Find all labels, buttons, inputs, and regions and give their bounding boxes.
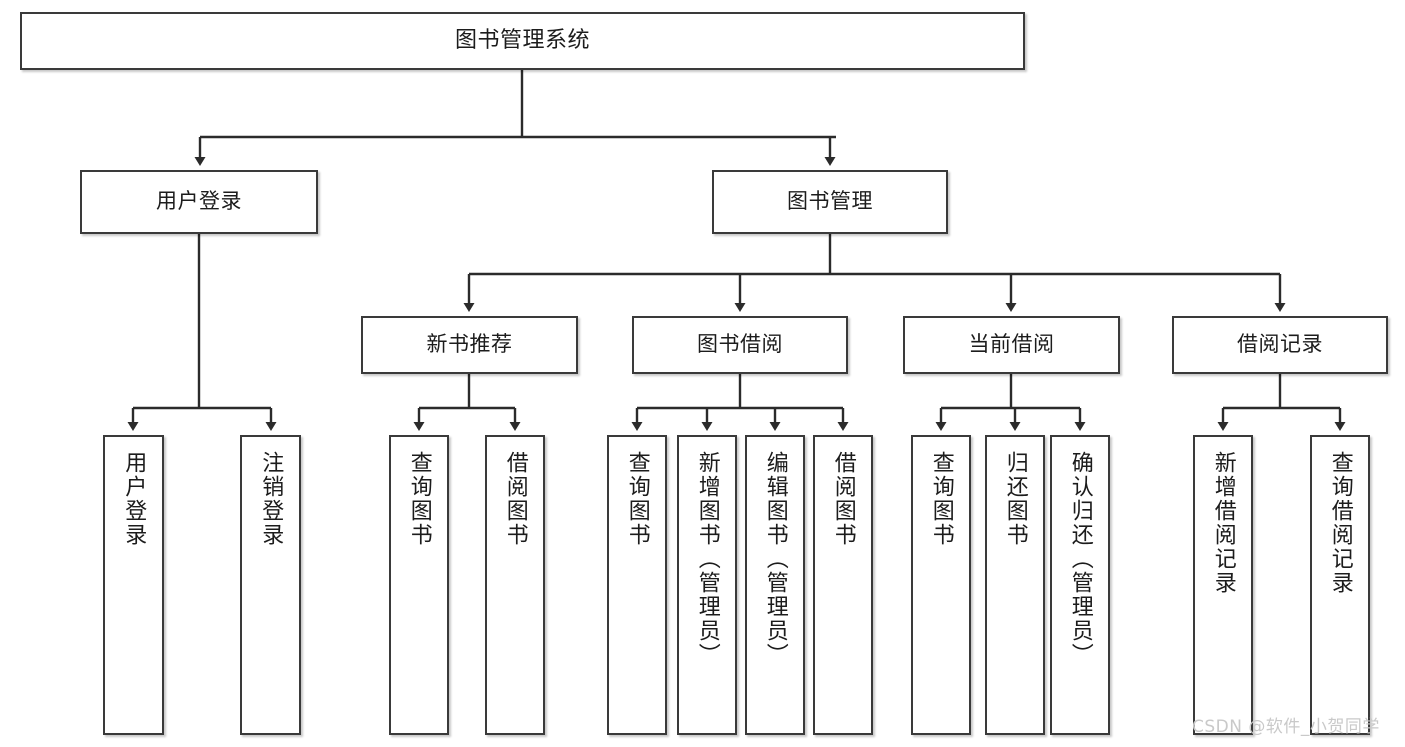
- leaf-user-login[interactable]: 用户登录: [103, 435, 164, 735]
- node-label: 借阅图书: [830, 451, 856, 547]
- node-label: 归还图书: [1002, 451, 1028, 547]
- leaf-add-borrow-record[interactable]: 新增借阅记录: [1193, 435, 1253, 735]
- leaf-logout[interactable]: 注销登录: [240, 435, 301, 735]
- node-label: 借阅记录: [1237, 332, 1323, 357]
- node-label: 图书管理系统: [454, 27, 590, 53]
- leaf-query-book-borrow[interactable]: 查询图书: [607, 435, 667, 735]
- node-label: 图书管理: [787, 189, 873, 214]
- csdn-watermark: CSDN @软件_小贺同学: [1192, 717, 1380, 737]
- node-label: 图书借阅: [697, 332, 783, 357]
- node-borrow-record[interactable]: 借阅记录: [1172, 316, 1388, 374]
- node-current-borrow[interactable]: 当前借阅: [903, 316, 1120, 374]
- node-book-borrow[interactable]: 图书借阅: [632, 316, 848, 374]
- node-label: 查询借阅记录: [1327, 451, 1353, 595]
- leaf-borrow-book[interactable]: 借阅图书: [813, 435, 873, 735]
- node-label: 用户登录: [121, 451, 147, 547]
- leaf-confirm-return-admin[interactable]: 确认归还（管理员）: [1050, 435, 1110, 735]
- node-book-management[interactable]: 图书管理: [712, 170, 948, 234]
- node-new-book-recommend[interactable]: 新书推荐: [361, 316, 578, 374]
- leaf-query-borrow-record[interactable]: 查询借阅记录: [1310, 435, 1370, 735]
- leaf-borrow-book-new-book[interactable]: 借阅图书: [485, 435, 545, 735]
- node-label: 借阅图书: [502, 451, 528, 547]
- node-label: 注销登录: [258, 451, 284, 547]
- leaf-return-book[interactable]: 归还图书: [985, 435, 1045, 735]
- node-user-login[interactable]: 用户登录: [80, 170, 318, 234]
- node-label: 查询图书: [928, 451, 954, 547]
- node-label: 编辑图书（管理员）: [762, 451, 788, 667]
- node-label: 新增图书（管理员）: [694, 451, 720, 667]
- node-label: 新增借阅记录: [1210, 451, 1236, 595]
- node-label: 查询图书: [624, 451, 650, 547]
- node-label: 查询图书: [406, 451, 432, 547]
- node-label: 当前借阅: [968, 332, 1055, 357]
- node-label: 用户登录: [156, 189, 242, 214]
- leaf-add-book-admin[interactable]: 新增图书（管理员）: [677, 435, 737, 735]
- node-label: 新书推荐: [426, 332, 513, 357]
- node-label: 确认归还（管理员）: [1067, 451, 1093, 667]
- leaf-query-book-new-book[interactable]: 查询图书: [389, 435, 449, 735]
- node-root-book-management-system[interactable]: 图书管理系统: [20, 12, 1025, 70]
- leaf-query-book-current[interactable]: 查询图书: [911, 435, 971, 735]
- leaf-edit-book-admin[interactable]: 编辑图书（管理员）: [745, 435, 805, 735]
